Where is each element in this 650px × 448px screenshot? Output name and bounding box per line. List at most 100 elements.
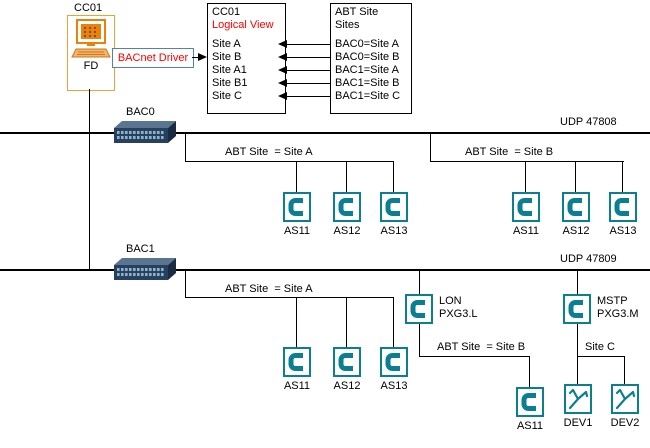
mapping-arrow-line (287, 96, 330, 97)
automation-station-icon (516, 387, 544, 417)
lon-router-icon (405, 294, 433, 324)
bus1-siteb-label: ABT Site = Site B (465, 146, 554, 158)
bus2-udp-label: UDP 47809 (560, 253, 617, 265)
device-as11: AS11 (508, 192, 544, 237)
bac0-switch-icon (112, 119, 178, 145)
mstp-router-icon (563, 294, 591, 324)
mstp-model-label: PXG3.M (597, 308, 639, 320)
device-as12: AS12 (329, 192, 365, 237)
driver-arrow-line (192, 57, 199, 58)
mapping-arrowhead-icon (278, 53, 287, 61)
bus2-line (0, 269, 650, 271)
automation-station-icon (283, 347, 311, 377)
device-as12: AS12 (329, 347, 365, 392)
abt-mapping: BAC0=Site B (335, 51, 400, 63)
logical-site: Site A (212, 38, 241, 50)
lon-drop-line (419, 271, 420, 295)
device-drop-line (577, 357, 578, 384)
automation-station-icon (562, 192, 590, 222)
driver-arrowhead-icon (198, 53, 207, 61)
logical-site: Site A1 (212, 64, 247, 76)
field-device-icon (611, 384, 639, 414)
device-drop-line (346, 162, 347, 192)
abt-mapping: BAC1=Site A (335, 64, 399, 76)
device-as11: AS11 (279, 192, 315, 237)
mapping-arrowhead-icon (278, 79, 287, 87)
lon-down-line (419, 324, 420, 357)
mapping-arrow-line (287, 83, 330, 84)
device-label: AS11 (283, 225, 311, 237)
field-device-icon (564, 384, 592, 414)
device-dev1: DEV1 (560, 384, 596, 429)
sitec-label: Site C (585, 341, 615, 353)
lon-model-label: PXG3.L (439, 308, 478, 320)
device-as11: AS11 (279, 347, 315, 392)
logical-site: Site B (212, 51, 242, 63)
logical-site: Site B1 (212, 77, 248, 89)
device-label: AS13 (380, 380, 408, 392)
device-label: AS12 (562, 225, 590, 237)
bus2-sitea-branch-line (185, 297, 394, 298)
bacnet-driver-label: BACnet Driver (117, 52, 189, 64)
device-drop-line (529, 357, 530, 387)
automation-station-icon (333, 347, 361, 377)
bac0-switch-label: BAC0 (126, 106, 155, 118)
device-drop-line (393, 162, 394, 192)
automation-station-icon (380, 347, 408, 377)
mapping-arrowhead-icon (278, 92, 287, 100)
device-drop-line (624, 357, 625, 384)
device-label: AS11 (283, 380, 311, 392)
device-label: AS12 (333, 225, 361, 237)
device-drop-line (346, 298, 347, 347)
logical-site: Site C (212, 90, 242, 102)
computer-icon (71, 18, 111, 59)
bus1-line (0, 132, 650, 134)
abt-mapping: BAC1=Site C (335, 90, 401, 102)
mstp-type-label: MSTP (597, 295, 628, 307)
logical-box-subtitle: Logical View (212, 19, 274, 31)
mapping-arrow-line (287, 57, 330, 58)
device-drop-line (296, 298, 297, 347)
device-as13: AS13 (376, 347, 412, 392)
bac1-switch-icon (112, 256, 178, 282)
device-drop-line (296, 162, 297, 192)
device-as12: AS12 (558, 192, 594, 237)
mapping-arrowhead-icon (278, 66, 287, 74)
bus2-siteb-branch-line (419, 356, 530, 357)
bus1-siteb-drop-line (430, 134, 431, 162)
bacnet-driver-box: BACnet Driver (112, 48, 194, 68)
device-drop-line (575, 162, 576, 192)
device-label: DEV1 (563, 417, 593, 429)
mapping-arrowhead-icon (278, 40, 287, 48)
abt-mapping: BAC0=Site A (335, 38, 399, 50)
mstp-down-line (577, 324, 578, 357)
abt-site-box: ABT Site Sites BAC0=Site A BAC0=Site B B… (330, 3, 412, 114)
device-label: AS12 (333, 380, 361, 392)
device-label: AS11 (516, 420, 544, 432)
abt-box-subtitle: Sites (335, 19, 360, 31)
sitec-branch-line (577, 356, 625, 357)
logical-view-box: CC01 Logical View Site A Site B Site A1 … (207, 3, 286, 114)
automation-station-icon (609, 192, 637, 222)
bus1-sitea-branch-line (185, 161, 394, 162)
device-as11: AS11 (512, 387, 548, 432)
device-label: AS11 (512, 225, 540, 237)
automation-station-icon (283, 192, 311, 222)
fd-label: FD (83, 60, 99, 72)
fd-trunk-line (89, 89, 90, 270)
bus1-sitea-drop-line (185, 134, 186, 162)
bus2-sitea-label: ABT Site = Site A (225, 283, 313, 295)
mapping-arrow-line (287, 70, 330, 71)
device-as13: AS13 (605, 192, 641, 237)
device-drop-line (393, 298, 394, 347)
automation-station-icon (333, 192, 361, 222)
workstation-title: CC01 (74, 2, 103, 14)
device-dev2: DEV2 (607, 384, 643, 429)
device-label: DEV2 (610, 417, 640, 429)
bus1-sitea-label: ABT Site = Site A (225, 146, 313, 158)
lon-type-label: LON (439, 295, 462, 307)
bus1-siteb-branch-line (430, 161, 624, 162)
logical-box-title: CC01 (212, 6, 241, 18)
device-drop-line (622, 162, 623, 192)
